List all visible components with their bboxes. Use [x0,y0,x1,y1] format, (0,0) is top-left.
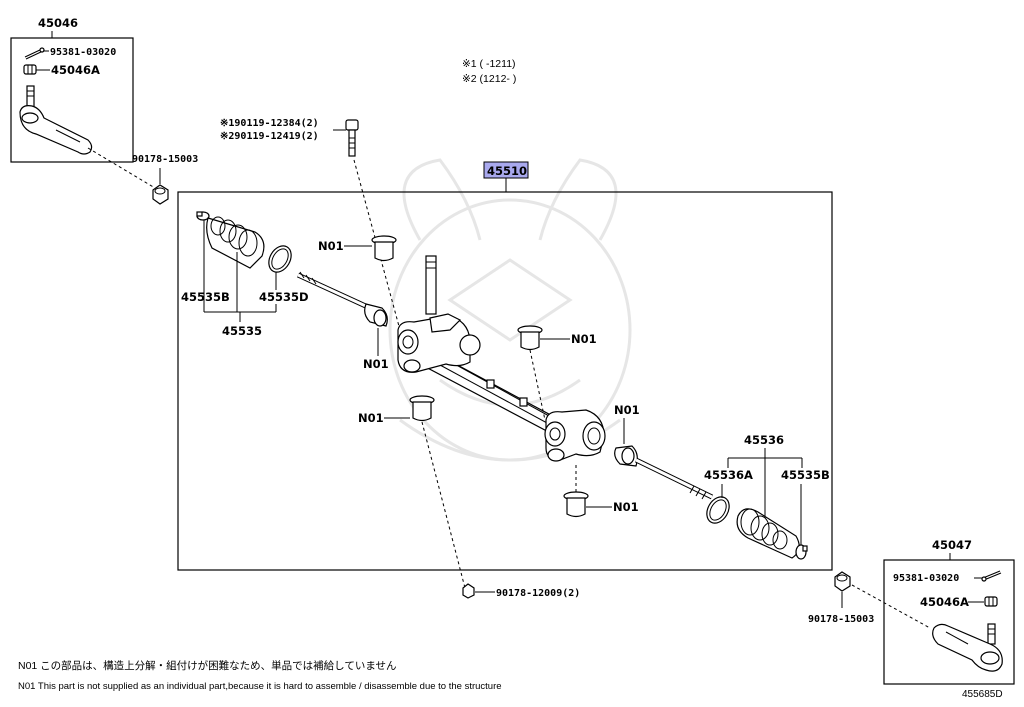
tie-rod-end-right-group: 45047 95381-03020 45046A [883,538,1015,685]
label-bolt-note-1[interactable]: ※190119-12384(2) [220,118,319,129]
inner-tie-rod-left-icon [296,271,388,327]
label-95381-right[interactable]: 95381-03020 [893,573,959,584]
label-45536[interactable]: 45536 [744,433,784,447]
box-45510 [177,191,833,571]
lock-nut-right-icon [834,571,851,592]
footnote-japanese: N01 この部品は、構造上分解・組付けが困難なため、単品では補給していません [18,659,397,672]
boot-left-icon [206,216,265,269]
tie-rod-end-left-icon [19,85,93,155]
footnote-english: N01 This part is not supplied as an indi… [18,681,502,692]
nut-bottom-icon [462,583,475,599]
label-45535B-left[interactable]: 45535B [181,290,230,304]
inner-tie-rod-right-icon [614,445,714,500]
tie-rod-end-left-group: 45046 95381-03020 45046A [10,16,134,163]
label-90178-15003-left[interactable]: 90178-15003 [132,154,198,165]
label-45046[interactable]: 45046 [38,16,78,30]
label-45535[interactable]: 45535 [222,324,262,338]
lock-nut-left-icon [152,184,169,205]
label-45535D[interactable]: 45535D [259,290,309,304]
boot-clamp-left-icon [196,211,210,221]
cotter-pin-icon [24,47,45,60]
bushing-bottom-right-icon [563,491,589,518]
clip-ring-right-icon [706,496,730,524]
label-45046A-right[interactable]: 45046A [920,595,969,609]
label-95381-left[interactable]: 95381-03020 [50,47,116,58]
label-n01-f[interactable]: N01 [613,500,639,514]
label-90178-12009[interactable]: 90178-12009(2) [496,588,580,599]
bushing-top-icon [371,235,397,262]
box-45046 [10,37,134,163]
label-45047[interactable]: 45047 [932,538,972,552]
legend-line-2: ※2 (1212- ) [462,73,516,85]
box-45047 [883,559,1015,685]
figure-id: 455685D [962,689,1003,700]
clip-ring-left-icon [268,245,292,273]
label-n01-c[interactable]: N01 [571,332,597,346]
castle-nut-icon [23,64,37,75]
boot-clamp-right-icon [795,544,808,560]
label-n01-e[interactable]: N01 [614,403,640,417]
label-n01-a[interactable]: N01 [318,239,344,253]
label-n01-d[interactable]: N01 [358,411,384,425]
boot-right-icon [736,508,800,559]
bushing-right-top-icon [517,325,543,351]
bushing-left-bottom-icon [409,395,435,422]
label-45510[interactable]: 45510 [487,164,527,178]
tie-rod-end-right-icon [932,623,1003,672]
label-45536A[interactable]: 45536A [704,468,753,482]
castle-nut-right-icon [984,596,998,607]
steering-rack-housing-icon [397,255,606,462]
label-n01-b[interactable]: N01 [363,357,389,371]
label-bolt-note-2[interactable]: ※290119-12419(2) [220,131,319,142]
label-45535B-right[interactable]: 45535B [781,468,830,482]
cotter-pin-right-icon [981,570,1002,582]
label-45046A-left[interactable]: 45046A [51,63,100,77]
bolt-icon [345,119,359,157]
label-90178-15003-right[interactable]: 90178-15003 [808,614,874,625]
legend-line-1: ※1 ( -1211) [462,58,516,70]
